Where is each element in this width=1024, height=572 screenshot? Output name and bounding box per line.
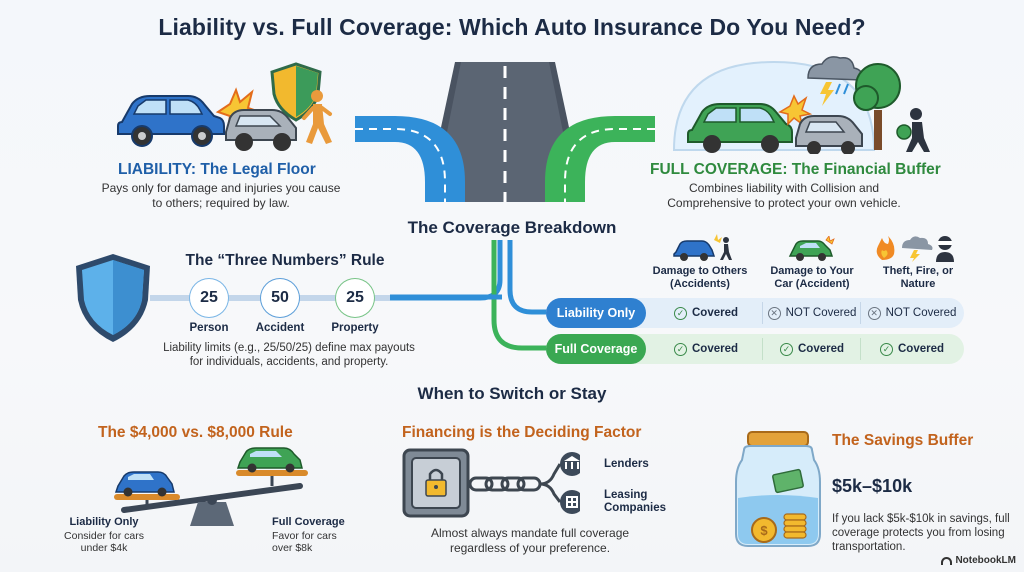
rule-left-title: Liability Only — [69, 516, 139, 528]
cell-liability-theft: ✕ NOT Covered — [862, 298, 962, 328]
balance-scale-graphic — [114, 447, 308, 526]
financing-graphic — [402, 448, 580, 518]
savings-jar-icon: $ — [735, 431, 821, 547]
page-title: Liability vs. Full Coverage: Which Auto … — [158, 14, 866, 40]
three-numbers-connector — [390, 294, 502, 300]
shield-icon — [76, 254, 150, 342]
cell-full-theft: ✓ Covered — [862, 334, 962, 364]
shield-icon — [270, 62, 322, 122]
cell-text: NOT Covered — [885, 307, 957, 319]
number-accident: 50 — [261, 279, 299, 317]
check-icon: ✓ — [673, 342, 687, 356]
number-property: 25 — [336, 279, 374, 317]
cell-text: Covered — [897, 343, 945, 355]
column-theft-fire-nature: Theft, Fire, or Nature — [882, 265, 954, 290]
damaged-car-icon — [788, 236, 835, 261]
number-person: 25 — [190, 279, 228, 317]
liability-description: Pays only for damage and injuries you ca… — [101, 181, 341, 210]
thief-icon — [936, 236, 954, 262]
three-numbers-description: Liability limits (e.g., 25/50/25) define… — [163, 342, 415, 368]
cell-text: Covered — [691, 307, 739, 319]
grey-car-icon — [225, 109, 297, 151]
grey-car-icon — [795, 115, 863, 154]
cell-full-others: ✓ Covered — [654, 334, 758, 364]
green-car-icon — [687, 103, 793, 153]
building-icon — [560, 490, 580, 514]
full-coverage-heading: FULL COVERAGE: The Financial Buffer — [650, 161, 941, 178]
storm-cloud-icon — [807, 56, 864, 106]
rule-right-title: Full Coverage — [272, 516, 345, 528]
svg-text:$: $ — [760, 523, 768, 538]
label-property: Property — [331, 322, 379, 334]
label-accident: Accident — [255, 322, 305, 334]
crash-burst-icon — [778, 94, 813, 126]
theft-fire-nature-icons — [876, 236, 954, 262]
liability-illustration — [117, 62, 332, 151]
cell-liability-your-car: ✕ NOT Covered — [764, 298, 860, 328]
cell-text: Covered — [797, 343, 845, 355]
divider — [762, 338, 763, 360]
savings-title: The Savings Buffer — [832, 432, 974, 449]
rule-right-description: Favor for cars over $8k — [272, 530, 337, 554]
pedestrian-icon — [302, 90, 332, 144]
cell-text: NOT Covered — [785, 307, 857, 319]
chain-icon — [468, 463, 562, 503]
blue-car-icon — [114, 471, 175, 497]
bank-icon — [560, 452, 580, 476]
divider — [860, 338, 861, 360]
storm-cloud-icon — [902, 236, 933, 262]
cell-liability-others: ✓ Covered — [654, 298, 758, 328]
check-icon: ✓ — [879, 342, 893, 356]
liability-heading: LIABILITY: The Legal Floor — [118, 161, 316, 178]
savings-description: If you lack $5k-$10k in savings, full co… — [832, 513, 1010, 553]
road-fork-graphic — [355, 62, 655, 202]
savings-amount: $5k–$10k — [832, 476, 913, 496]
car-pedestrian-icon — [673, 234, 732, 261]
cell-text: Covered — [691, 343, 739, 355]
financing-description: Almost always mandate full coverage rega… — [430, 526, 630, 555]
financing-title: Financing is the Deciding Factor — [402, 424, 642, 441]
fire-icon — [876, 236, 895, 260]
cell-full-your-car: ✓ Covered — [764, 334, 860, 364]
leasing-label: Leasing Companies — [604, 489, 666, 514]
label-person: Person — [189, 322, 229, 334]
thief-icon — [896, 108, 930, 152]
notebooklm-brand: NotebookLM — [941, 555, 1016, 566]
green-car-icon — [236, 447, 303, 473]
safe-lock-icon — [402, 448, 470, 518]
divider — [860, 302, 861, 324]
when-to-switch-title: When to Switch or Stay — [417, 384, 607, 403]
three-numbers-title: The “Three Numbers” Rule — [185, 252, 385, 269]
row-label-liability-only: Liability Only — [546, 298, 646, 328]
brand-text: NotebookLM — [955, 555, 1016, 566]
row-label-full-coverage: Full Coverage — [546, 334, 646, 364]
blue-car-icon — [117, 95, 225, 147]
notebooklm-logo-icon — [941, 556, 953, 565]
tree-icon — [853, 63, 901, 150]
x-icon: ✕ — [767, 306, 781, 320]
check-icon: ✓ — [779, 342, 793, 356]
column-damage-to-others: Damage to Others (Accidents) — [652, 265, 748, 290]
rule-left-description: Consider for cars under $4k — [64, 530, 144, 554]
rule-title: The $4,000 vs. $8,000 Rule — [98, 424, 293, 441]
column-damage-to-your-car: Damage to Your Car (Accident) — [770, 265, 854, 290]
x-icon: ✕ — [867, 306, 881, 320]
lenders-label: Lenders — [604, 458, 649, 470]
full-coverage-description: Combines liability with Collision and Co… — [667, 181, 901, 210]
full-coverage-illustration — [672, 56, 930, 154]
divider — [762, 302, 763, 324]
check-icon: ✓ — [673, 306, 687, 320]
coverage-breakdown-title: The Coverage Breakdown — [407, 218, 617, 237]
